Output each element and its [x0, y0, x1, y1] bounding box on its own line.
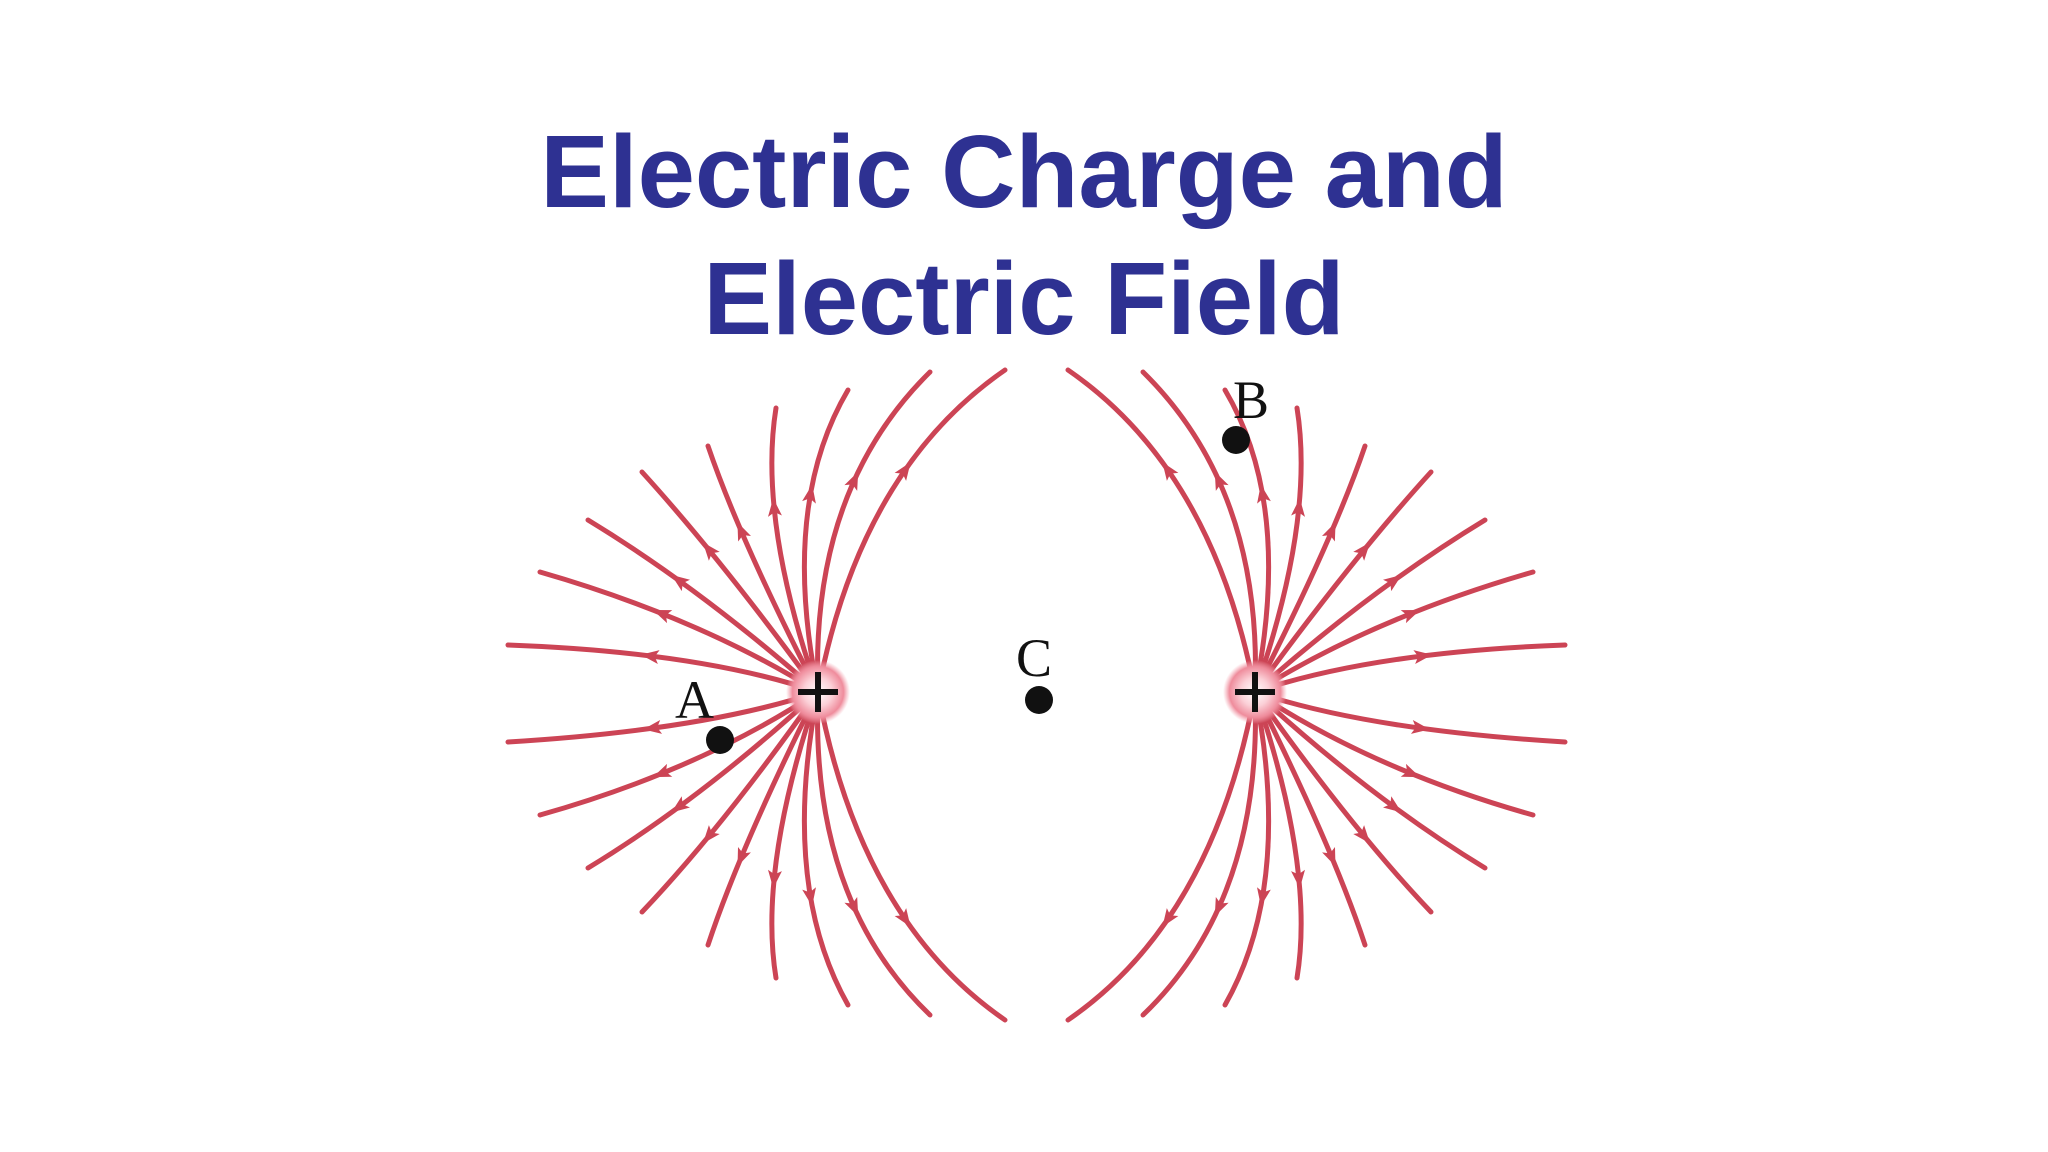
- field-arrow-icon: [671, 796, 690, 813]
- field-line-left-8: [815, 367, 1008, 695]
- field-line-left-2: [585, 517, 821, 695]
- field-arrow-icon: [652, 609, 673, 624]
- field-line-right-10: [1252, 689, 1536, 818]
- charge-left: [786, 660, 850, 724]
- field-arrow-icon: [1214, 897, 1229, 917]
- field-arrow-icon: [652, 763, 673, 778]
- point-a: A: [675, 670, 734, 754]
- field-line-left-9: [505, 689, 821, 745]
- field-line-right-12: [1252, 689, 1434, 915]
- field-arrow-icon: [1383, 574, 1402, 592]
- field-arrow-icon: [640, 650, 660, 664]
- field-arrow-icon: [1413, 650, 1433, 664]
- field-line-right-0: [1252, 642, 1568, 695]
- title-line-2: Electric Field: [703, 241, 1345, 356]
- point-c-label: C: [1016, 628, 1052, 688]
- field-line-left-3: [639, 469, 821, 695]
- field-arrows: [640, 462, 1433, 927]
- point-a-dot: [706, 726, 734, 754]
- field-arrow-icon: [1400, 609, 1421, 624]
- point-c-dot: [1025, 686, 1053, 714]
- field-line-left-10: [537, 689, 821, 818]
- field-arrow-icon: [671, 574, 690, 592]
- field-line-right-13: [1252, 689, 1368, 948]
- field-arrow-icon: [1291, 869, 1306, 889]
- field-arrow-icon: [1322, 522, 1336, 542]
- field-arrow-icon: [1353, 542, 1371, 561]
- positive-charge-icon: [1235, 672, 1275, 712]
- field-line-right-4: [1252, 443, 1368, 695]
- slide-title: Electric Charge and Electric Field: [0, 108, 2048, 362]
- field-arrow-icon: [894, 908, 911, 927]
- field-arrow-icon: [702, 542, 720, 561]
- field-line-right-8: [1065, 367, 1258, 695]
- charge-right: [1223, 660, 1287, 724]
- field-line-right-5: [1252, 405, 1304, 695]
- field-line-left-13: [705, 689, 821, 948]
- field-arrow-icon: [1257, 887, 1271, 907]
- field-arrow-icon: [802, 887, 816, 907]
- field-arrow-icon: [1257, 484, 1271, 504]
- field-arrow-icon: [737, 522, 751, 542]
- field-arrow-icon: [1162, 462, 1179, 481]
- field-line-left-6: [801, 387, 851, 695]
- field-line-right-9: [1252, 689, 1568, 745]
- point-c: C: [1016, 628, 1053, 714]
- positive-charge-icon: [798, 672, 838, 712]
- field-arrow-icon: [1214, 471, 1229, 491]
- field-line-left-16: [815, 689, 933, 1018]
- field-line-right-17: [1065, 689, 1258, 1023]
- field-arrow-icon: [844, 471, 859, 491]
- title-line-1: Electric Charge and: [540, 114, 1508, 229]
- field-line-right-3: [1252, 469, 1434, 695]
- field-lines: [505, 367, 1568, 1023]
- field-line-right-7: [1140, 369, 1258, 695]
- field-line-right-11: [1252, 689, 1488, 871]
- field-arrow-icon: [1162, 908, 1179, 927]
- field-line-left-14: [769, 689, 821, 981]
- field-line-right-1: [1252, 569, 1536, 695]
- field-arrow-icon: [767, 498, 782, 517]
- field-arrow-icon: [702, 825, 720, 844]
- field-line-right-14: [1252, 689, 1304, 981]
- point-a-label: A: [675, 670, 714, 730]
- field-line-left-5: [769, 405, 821, 695]
- field-line-left-0: [505, 642, 821, 695]
- field-line-left-7: [815, 369, 933, 695]
- field-arrow-icon: [894, 462, 911, 481]
- point-b-label: B: [1233, 370, 1269, 430]
- field-arrow-icon: [643, 720, 663, 734]
- point-b-dot: [1222, 426, 1250, 454]
- field-line-right-6: [1222, 387, 1272, 695]
- field-line-left-11: [585, 689, 821, 871]
- field-line-right-15: [1222, 689, 1272, 1008]
- field-arrow-icon: [1400, 763, 1421, 778]
- point-b: B: [1222, 370, 1269, 454]
- field-line-left-1: [537, 569, 821, 695]
- field-arrow-icon: [1291, 498, 1306, 517]
- field-arrow-icon: [1383, 796, 1402, 813]
- field-arrow-icon: [802, 484, 816, 504]
- field-line-right-2: [1252, 517, 1488, 695]
- field-arrow-icon: [1410, 720, 1430, 734]
- field-arrow-icon: [767, 869, 782, 889]
- field-line-left-12: [639, 689, 821, 915]
- field-line-left-17: [815, 689, 1008, 1023]
- field-line-left-15: [801, 689, 851, 1008]
- field-arrow-icon: [844, 897, 859, 917]
- field-line-right-16: [1140, 689, 1258, 1018]
- field-arrow-icon: [737, 846, 751, 867]
- field-arrow-icon: [1353, 825, 1371, 844]
- field-arrow-icon: [1322, 846, 1336, 867]
- field-line-left-4: [705, 443, 821, 695]
